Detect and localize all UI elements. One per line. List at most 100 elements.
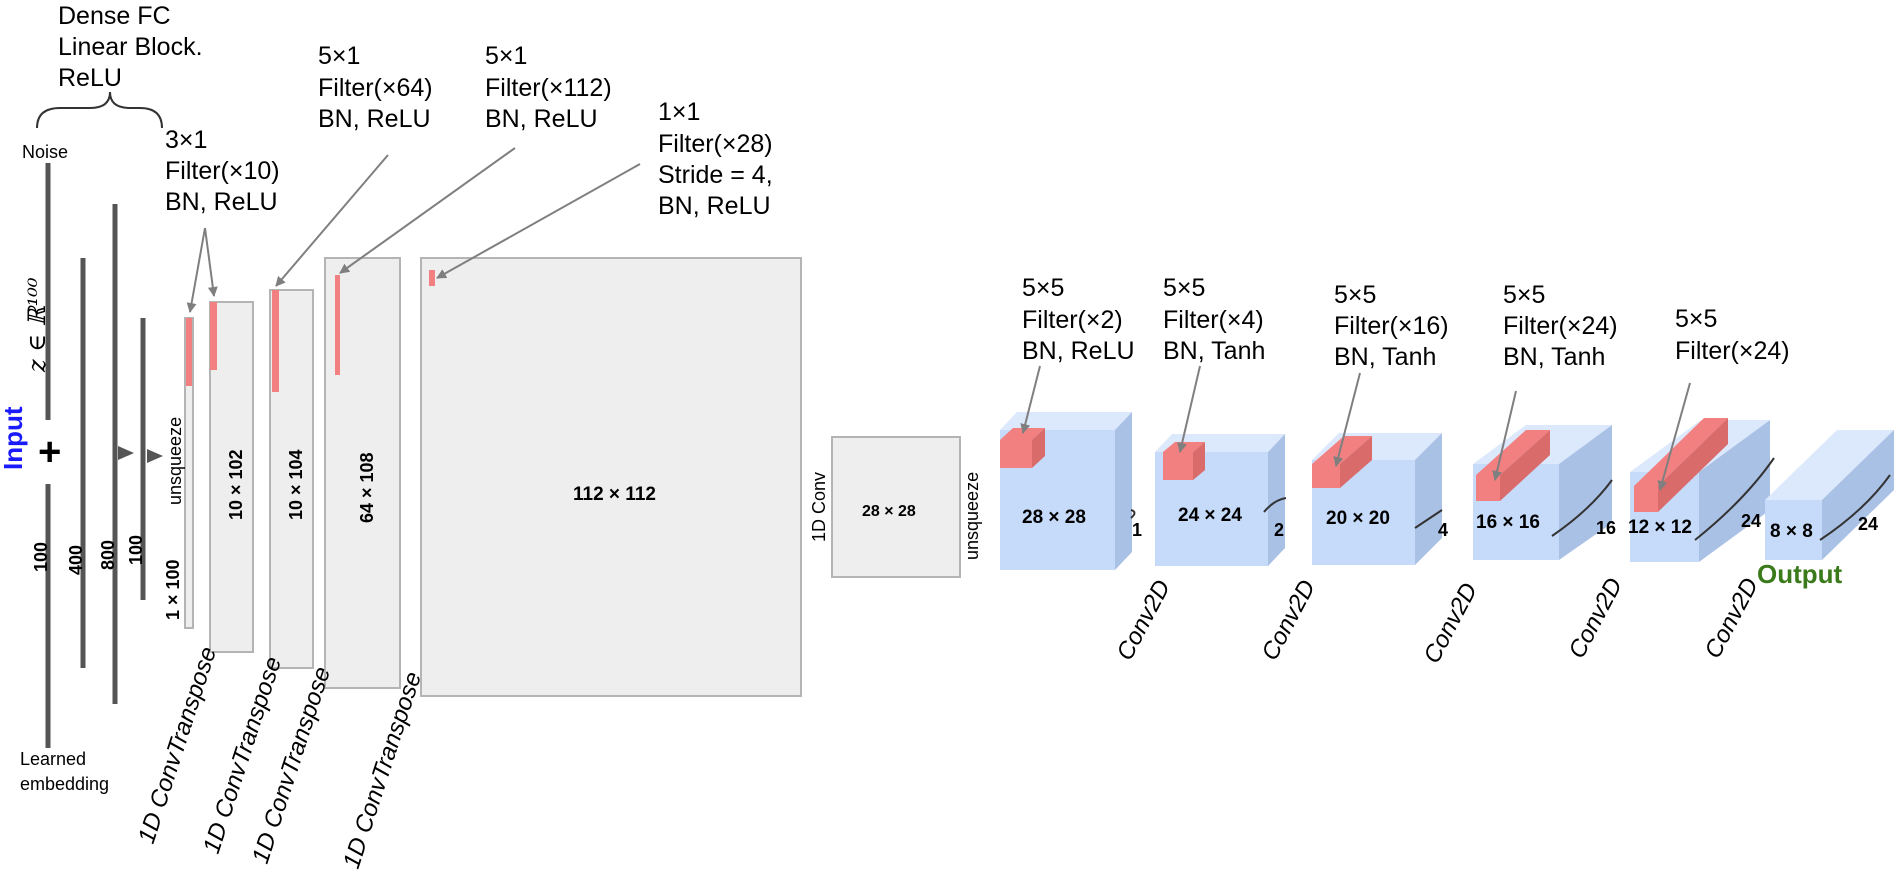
vol3-dim: 20 × 20	[1326, 508, 1390, 529]
filter-2	[210, 302, 217, 370]
svg-text:Filter(×24): Filter(×24)	[1503, 312, 1618, 340]
size-800: 800	[98, 540, 118, 570]
svg-text:5×1: 5×1	[485, 42, 527, 70]
arrow-1d-1b	[204, 227, 218, 297]
unsqueeze-2: unsqueeze	[962, 472, 982, 560]
svg-text:1×1: 1×1	[658, 98, 700, 126]
vol2-dim: 24 × 24	[1178, 505, 1242, 526]
volume-20x20	[1312, 433, 1443, 565]
svg-text:5×5: 5×5	[1022, 274, 1064, 302]
svg-text:Filter(×16): Filter(×16)	[1334, 312, 1449, 340]
arrowhead-1	[118, 446, 134, 460]
svg-text:Filter(×112): Filter(×112)	[485, 74, 612, 102]
svg-text:BN, Tanh: BN, Tanh	[1163, 337, 1265, 365]
svg-text:BN, Tanh: BN, Tanh	[1334, 343, 1436, 371]
vol2-depth: 2	[1274, 520, 1284, 540]
vol1-dim: 28 × 28	[1022, 507, 1086, 528]
size-100a: 100	[31, 542, 51, 572]
embedding-label-2: embedding	[20, 774, 109, 794]
size-100b: 100	[126, 535, 146, 565]
svg-text:BN, ReLU: BN, ReLU	[165, 188, 278, 216]
arrow-1d-1a	[186, 227, 206, 313]
vol3-depth: 4	[1438, 520, 1448, 540]
annotation-2d-4: 5×5 Filter(×24) BN, Tanh	[1503, 281, 1618, 371]
annotation-1d-1: 3×1 Filter(×10) BN, ReLU	[165, 126, 280, 216]
filter-4	[335, 275, 340, 375]
fc-line2: Linear Block.	[58, 33, 203, 61]
vol6-depth: 24	[1858, 514, 1878, 534]
arrow-2d-3	[1333, 372, 1361, 467]
vol5-depth: 24	[1741, 511, 1761, 531]
conv1d-label: 1D Conv	[809, 472, 829, 542]
svg-text:BN, ReLU: BN, ReLU	[318, 105, 431, 133]
dim-10x104: 10 × 104	[286, 449, 306, 520]
volume-28x28	[1000, 412, 1136, 570]
conv2d-2: Conv2D	[1256, 576, 1321, 665]
svg-text:Filter(×64): Filter(×64)	[318, 74, 433, 102]
layer-10x102	[209, 301, 254, 653]
svg-text:5×5: 5×5	[1675, 305, 1717, 333]
arrow-1d-2	[275, 154, 389, 287]
size-400: 400	[66, 545, 86, 575]
plus-sign: +	[38, 430, 61, 474]
dim-112x112: 112 × 112	[573, 484, 656, 505]
svg-text:Filter(×4): Filter(×4)	[1163, 306, 1264, 334]
svg-text:BN, Tanh: BN, Tanh	[1503, 343, 1605, 371]
volume-8x8	[1765, 430, 1894, 560]
filter-3	[272, 290, 279, 392]
svg-text:Filter(×24): Filter(×24)	[1675, 337, 1790, 365]
conv2d-4: Conv2D	[1563, 574, 1628, 663]
svg-text:Filter(×10): Filter(×10)	[165, 157, 280, 185]
svg-text:BN, ReLU: BN, ReLU	[658, 192, 771, 220]
filter-1	[186, 318, 192, 386]
svg-text:Filter(×28): Filter(×28)	[658, 130, 773, 158]
annotation-2d-2: 5×5 Filter(×4) BN, Tanh	[1163, 274, 1265, 365]
embedding-label-1: Learned	[20, 749, 86, 769]
vol1-depth: 1	[1132, 520, 1142, 540]
arrow-1d-3	[339, 147, 516, 274]
noise-label: Noise	[22, 142, 68, 162]
fc-line1: Dense FC	[58, 2, 171, 30]
output-label: Output	[1757, 559, 1843, 589]
layer-10x104	[269, 289, 314, 669]
arrow-2d-5	[1657, 382, 1691, 491]
unsqueeze-1: unsqueeze	[165, 417, 185, 505]
svg-text:Filter(×2): Filter(×2)	[1022, 306, 1123, 334]
svg-text:BN, ReLU: BN, ReLU	[485, 105, 598, 133]
vol4-depth: 16	[1596, 518, 1616, 538]
dim-28x28: 28 × 28	[862, 503, 916, 520]
annotation-2d-3: 5×5 Filter(×16) BN, Tanh	[1334, 281, 1449, 371]
svg-text:5×5: 5×5	[1503, 281, 1545, 309]
arrow-2d-1	[1020, 365, 1041, 434]
svg-text:5×5: 5×5	[1334, 281, 1376, 309]
dim-10x102: 10 × 102	[226, 449, 246, 520]
volume-12x12	[1630, 418, 1775, 562]
fc-brace	[36, 91, 163, 129]
arrow-2d-4	[1492, 390, 1517, 481]
annotation-2d-5: 5×5 Filter(×24)	[1675, 305, 1790, 365]
dim-1x100: 1 × 100	[163, 559, 183, 620]
annotation-2d-1: 5×5 Filter(×2) BN, ReLU	[1022, 274, 1135, 365]
svg-text:3×1: 3×1	[165, 126, 207, 154]
layer-28x28	[831, 436, 961, 578]
annotation-1d-2: 5×1 Filter(×64) BN, ReLU	[318, 42, 433, 133]
svg-text:5×5: 5×5	[1163, 274, 1205, 302]
vol4-dim: 16 × 16	[1476, 512, 1540, 533]
volume-24x24	[1155, 434, 1287, 566]
filter-5	[429, 270, 435, 286]
layer-112x112	[420, 257, 802, 697]
conv2d-1: Conv2D	[1111, 576, 1176, 665]
layer-64x108	[324, 257, 401, 689]
annotation-1d-3: 5×1 Filter(×112) BN, ReLU	[485, 42, 612, 133]
vol5-dim: 12 × 12	[1628, 517, 1692, 538]
arrow-1d-4	[436, 163, 641, 279]
arrowhead-2	[147, 449, 163, 463]
arrow-2d-2	[1177, 365, 1201, 453]
conv2d-3: Conv2D	[1418, 579, 1483, 668]
annotation-1d-4: 1×1 Filter(×28) Stride = 4, BN, ReLU	[658, 98, 773, 220]
fc-line3: ReLU	[58, 64, 122, 92]
input-label: Input	[0, 406, 28, 470]
svg-text:BN, ReLU: BN, ReLU	[1022, 337, 1135, 365]
svg-text:5×1: 5×1	[318, 42, 360, 70]
